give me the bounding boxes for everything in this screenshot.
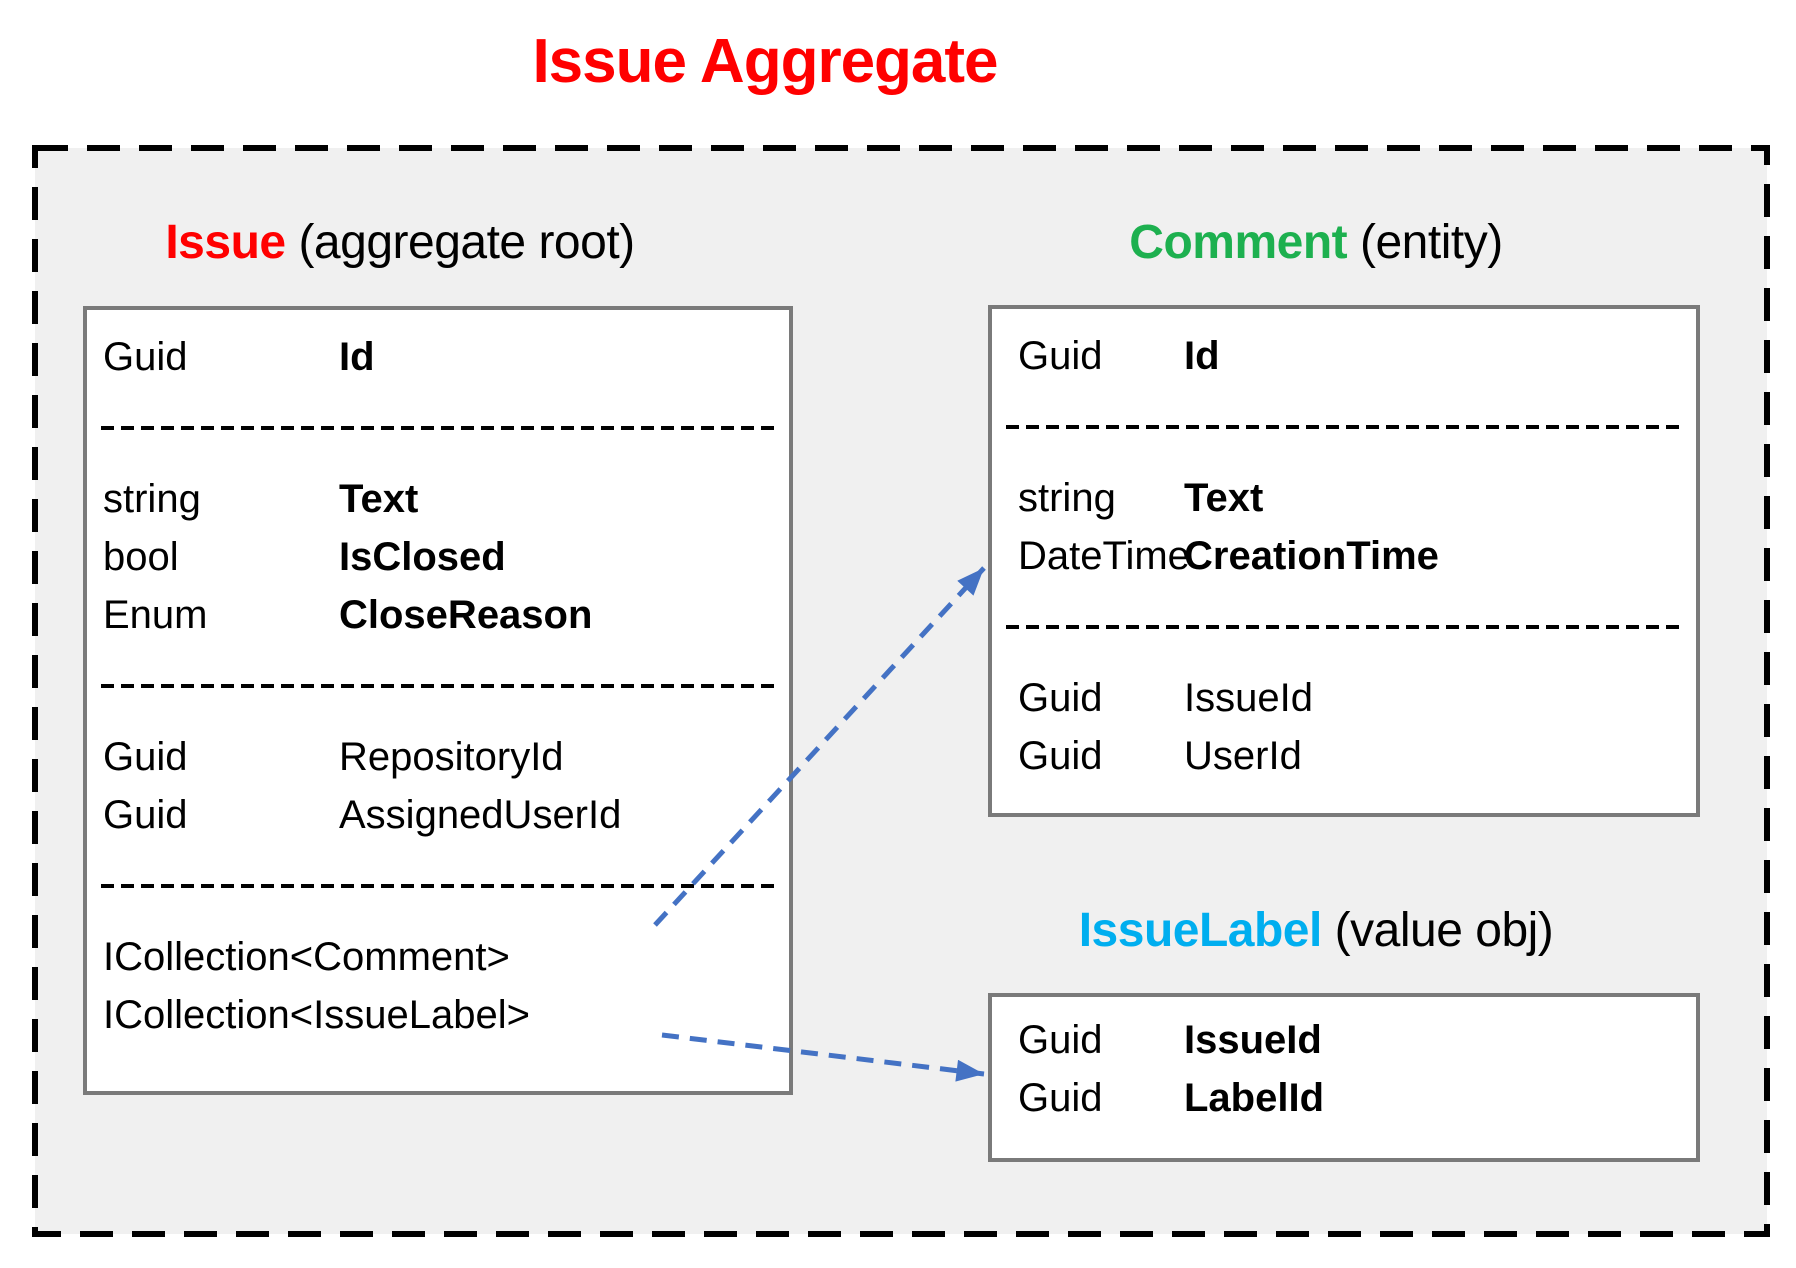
separator-line <box>101 884 775 888</box>
diagram-title: Issue Aggregate <box>532 27 998 96</box>
comment-field-id: Guid Id <box>992 327 1696 385</box>
field-type: DateTime <box>1018 533 1190 578</box>
field-type: Guid <box>1018 1017 1103 1062</box>
field-name: CloseReason <box>339 592 593 637</box>
field-name: AssignedUserId <box>339 792 622 837</box>
field-type: Guid <box>1018 333 1103 378</box>
separator-line <box>101 684 775 688</box>
field-name: Text <box>339 476 419 521</box>
field-type: Enum <box>103 592 208 637</box>
issue-field-text: string Text <box>87 470 789 528</box>
separator-row <box>87 386 789 470</box>
issue-heading-qualifier: (aggregate root) <box>298 216 635 269</box>
issuelabel-field-labelid: Guid LabelId <box>992 1069 1696 1127</box>
issue-field-comments-collection: ICollection<Comment> <box>87 928 789 986</box>
field-name: CreationTime <box>1184 533 1439 578</box>
field-name: Id <box>339 334 375 379</box>
field-name: RepositoryId <box>339 734 564 779</box>
issue-heading-name: Issue <box>165 216 286 269</box>
separator-row <box>992 585 1696 669</box>
issue-field-labels-collection: ICollection<IssueLabel> <box>87 986 789 1044</box>
comment-field-text: string Text <box>992 469 1696 527</box>
issue-field-isclosed: bool IsClosed <box>87 528 789 586</box>
field-type: Guid <box>103 334 188 379</box>
field-type: bool <box>103 534 179 579</box>
field-type: Guid <box>103 734 188 779</box>
field-name: UserId <box>1184 733 1302 778</box>
field-type: Guid <box>1018 733 1103 778</box>
field-type: Guid <box>1018 1075 1103 1120</box>
issuelabel-heading: IssueLabel (value obj) <box>960 900 1672 962</box>
collection-field: ICollection<Comment> <box>103 934 510 979</box>
comment-entity-box: Guid Id string Text DateTime CreationTim… <box>988 305 1700 817</box>
field-type: Guid <box>1018 675 1103 720</box>
issue-entity-box: Guid Id string Text bool IsClosed Enum C… <box>83 306 793 1095</box>
field-name: Text <box>1184 475 1264 520</box>
separator-row <box>992 385 1696 469</box>
issue-field-id: Guid Id <box>87 328 789 386</box>
field-name: IssueId <box>1184 675 1313 720</box>
collection-field: ICollection<IssueLabel> <box>103 992 530 1037</box>
field-type: string <box>103 476 201 521</box>
comment-field-userid: Guid UserId <box>992 727 1696 785</box>
comment-field-issueid: Guid IssueId <box>992 669 1696 727</box>
field-type: string <box>1018 475 1116 520</box>
issue-field-repositoryid: Guid RepositoryId <box>87 728 789 786</box>
issuelabel-field-issueid: Guid IssueId <box>992 1011 1696 1069</box>
field-name: Id <box>1184 333 1220 378</box>
issuelabel-heading-name: IssueLabel <box>1078 904 1323 957</box>
field-name: IsClosed <box>339 534 506 579</box>
field-type: Guid <box>103 792 188 837</box>
comment-heading-name: Comment <box>1129 216 1348 269</box>
comment-field-creationtime: DateTime CreationTime <box>992 527 1696 585</box>
separator-line <box>1006 625 1682 629</box>
separator-row <box>87 644 789 728</box>
issuelabel-valueobj-box: Guid IssueId Guid LabelId <box>988 993 1700 1162</box>
issue-field-assigneduserid: Guid AssignedUserId <box>87 786 789 844</box>
field-name: LabelId <box>1184 1075 1325 1120</box>
issuelabel-heading-qualifier: (value obj) <box>1334 904 1554 957</box>
field-name: IssueId <box>1184 1017 1322 1062</box>
issue-heading: Issue (aggregate root) <box>45 212 755 274</box>
issue-field-closereason: Enum CloseReason <box>87 586 789 644</box>
comment-heading-qualifier: (entity) <box>1359 216 1503 269</box>
separator-row <box>87 844 789 928</box>
separator-line <box>1006 425 1682 429</box>
comment-heading: Comment (entity) <box>960 212 1672 274</box>
separator-line <box>101 426 775 430</box>
